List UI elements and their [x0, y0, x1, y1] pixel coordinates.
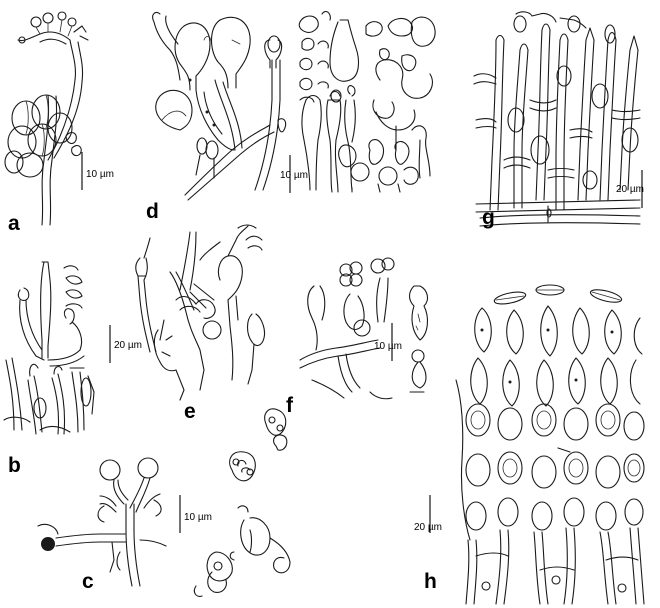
panel-g-scale-label: 20 µm: [616, 184, 644, 195]
panel-a-scale-label: 10 µm: [86, 169, 114, 180]
panel-h-illustration: [455, 284, 645, 605]
panel-g-illustration: [473, 11, 641, 227]
panel-b-scale-bar: 20 µm: [109, 325, 142, 363]
panel-d-scale-label: 10 µm: [280, 170, 308, 181]
panel-e-label: e: [184, 400, 196, 423]
panel-g-scale-bar: 20 µm: [616, 170, 644, 208]
panel-c-scale-bar: 10 µm: [179, 495, 212, 533]
panel-c-scale-label: 10 µm: [184, 512, 212, 523]
panel-f-label: f: [286, 394, 294, 417]
panel-e-illustration: [135, 224, 266, 401]
panel-d-illustration: [152, 11, 287, 201]
panel-f-scale-label: 10 µm: [374, 341, 402, 352]
panel-h-scale-bar: 20 µm: [414, 495, 442, 533]
panel-a-scale-bar: 10 µm: [81, 152, 114, 190]
panel-f-illustration: [299, 257, 429, 400]
panel-d-scale-bar: 10 µm: [280, 155, 308, 193]
panel-c-label: c: [82, 570, 94, 593]
panel-f-scale-bar: 10 µm: [374, 323, 402, 361]
panel-d-spores-column: [298, 11, 331, 103]
panel-d-cystidia: [301, 16, 436, 193]
panel-c-illustration: [37, 457, 167, 587]
panel-b-label: b: [8, 454, 21, 477]
panel-b-illustration: [3, 261, 95, 435]
panel-c-spores: [193, 408, 291, 597]
panel-b-scale-label: 20 µm: [114, 340, 142, 351]
panel-g-label: g: [482, 206, 495, 229]
panel-a-label: a: [8, 212, 20, 235]
panel-h-label: h: [424, 570, 437, 593]
panel-d-label: d: [146, 200, 159, 223]
panel-h-scale-label: 20 µm: [414, 522, 442, 533]
panel-a-illustration: [4, 11, 89, 226]
panel-h-cells: [465, 305, 645, 531]
